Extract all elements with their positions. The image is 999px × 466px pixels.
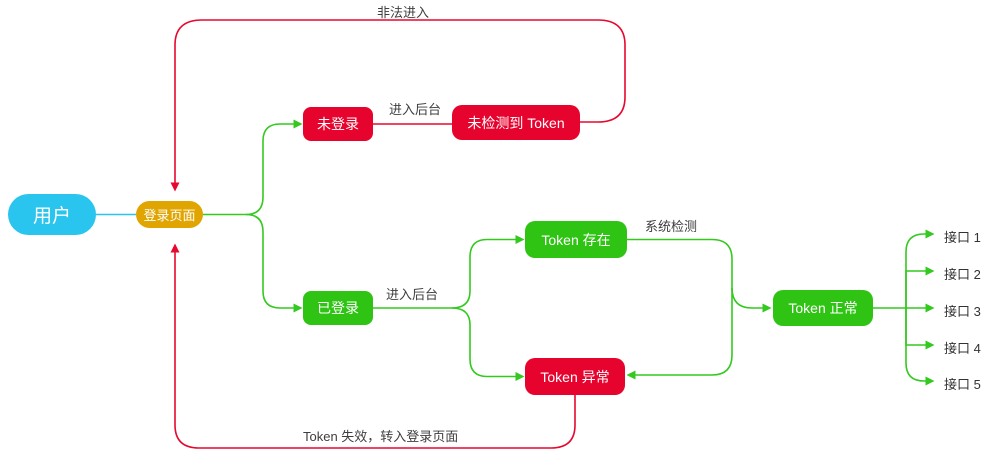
node-token-not-detected: 未检测到 Token (452, 105, 580, 140)
edge-tokennormal-if1 (905, 229, 935, 308)
edge-tokennormal-if5 (905, 308, 935, 386)
edge-tokenabnormal-login-invalid (170, 243, 576, 449)
edge-tokennormal-if4 (905, 308, 935, 350)
edge-tokennormal-if2 (905, 266, 935, 308)
edge-logged-tokenabnormal (451, 307, 525, 381)
node-login-page: 登录页面 (136, 201, 203, 228)
edge-notoken-login-illegal (170, 19, 626, 192)
interface-label-3: 接口 3 (944, 304, 981, 319)
edge-label-token-invalid: Token 失效，转入登录页面 (303, 429, 459, 444)
edge-label-system-check: 系统检测 (645, 219, 698, 234)
edge-login-logged (245, 213, 303, 313)
edge-label-enter-backend-unlogged: 进入后台 (389, 102, 442, 117)
interface-label-2: 接口 2 (944, 267, 981, 282)
node-token-exists: Token 存在 (525, 221, 627, 258)
node-not-logged-in: 未登录 (303, 107, 373, 141)
node-token-abnormal: Token 异常 (525, 358, 625, 395)
node-user: 用户 (8, 194, 96, 235)
interface-label-4: 接口 4 (944, 341, 981, 356)
interface-label-5: 接口 5 (944, 377, 981, 392)
node-token-normal: Token 正常 (773, 290, 873, 326)
edge-login-notlogged (245, 119, 303, 216)
edge-label-illegal-entry: 非法进入 (377, 5, 430, 20)
interface-label-1: 接口 1 (944, 230, 981, 245)
edge-tokenexists-tokennormal (731, 287, 772, 313)
edge-logged-tokenexists (451, 235, 525, 309)
edge-label-enter-backend-logged: 进入后台 (386, 287, 439, 302)
edge-tokenexists-tokenabnormal (626, 238, 733, 380)
node-logged-in: 已登录 (303, 291, 373, 325)
